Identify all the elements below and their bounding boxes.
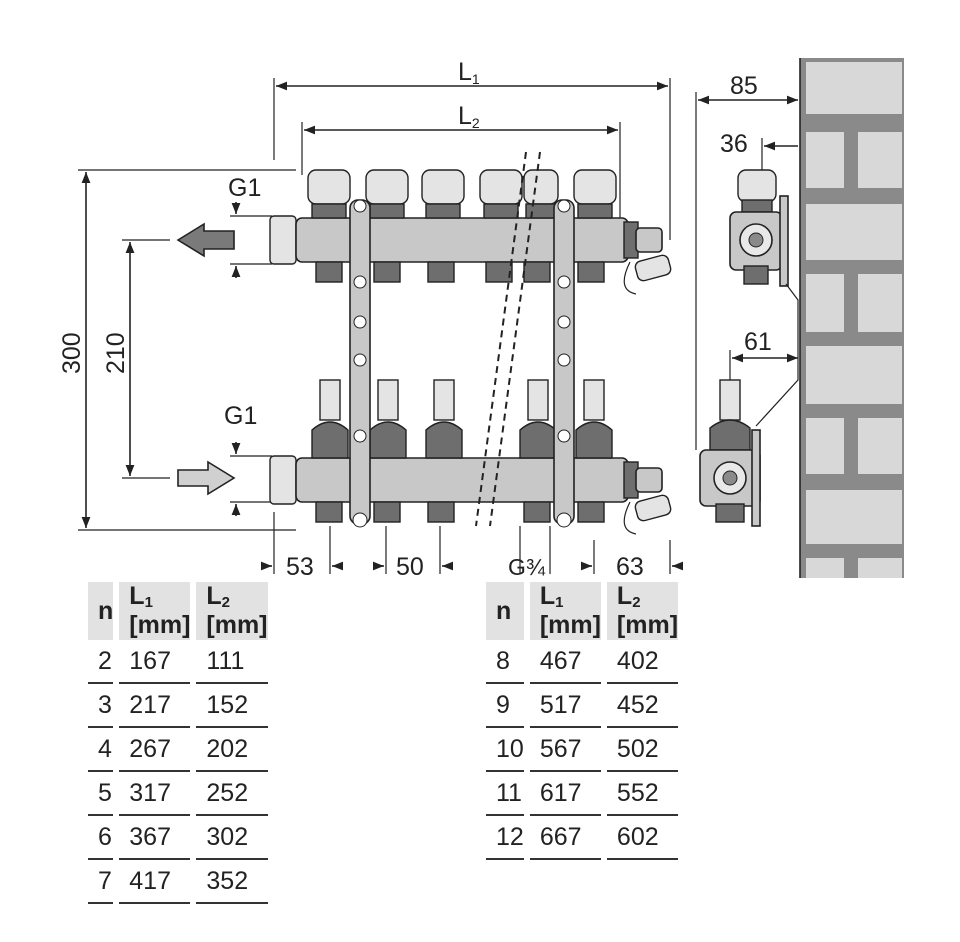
svg-text:G¾: G¾ [508,554,546,580]
table-header-row: n L1 [mm] L2 [mm] [486,582,685,640]
svg-text:210: 210 [102,332,130,374]
svg-text:300: 300 [58,332,86,374]
svg-text:61: 61 [744,328,772,356]
dimension-210: 210 [102,239,170,479]
table-header-row: n L1 [mm] L2 [mm] [88,582,274,640]
dimension-300: 300 [58,169,296,531]
svg-text:L1: L1 [458,58,480,87]
bottom-dimensions: 53 50 G¾ 63 [260,512,684,580]
supply-manifold [269,169,672,295]
mounting-brackets [349,199,575,528]
dimension-l1: L1 [273,58,671,240]
svg-text:53: 53 [286,553,314,580]
side-view: 85 36 61 [695,72,799,527]
dimension-l2: L2 [301,102,621,220]
header-l2: L2 [mm] [193,582,274,640]
svg-text:L2: L2 [458,102,480,131]
header-n: n [486,582,530,640]
inlet-arrow-icon [177,460,236,496]
svg-text:63: 63 [616,553,644,580]
header-n: n [88,582,120,640]
svg-text:G1: G1 [224,402,257,430]
header-l2: L2 [mm] [603,582,685,640]
header-l1: L1 [mm] [526,582,607,640]
dimension-g1-bottom: G1 [224,402,272,516]
outlet-arrow-icon [176,222,235,258]
brick-wall [799,58,904,578]
svg-text:50: 50 [396,553,424,580]
svg-text:G1: G1 [228,174,261,202]
dimension-g1-top: G1 [228,174,272,278]
svg-text:36: 36 [720,130,748,158]
manifold-drawing: L1 L2 300 210 G1 G1 [58,58,904,580]
return-manifold [269,379,672,535]
header-l1: L1 [mm] [116,582,197,640]
break-lines [475,151,541,527]
svg-text:85: 85 [730,72,758,100]
